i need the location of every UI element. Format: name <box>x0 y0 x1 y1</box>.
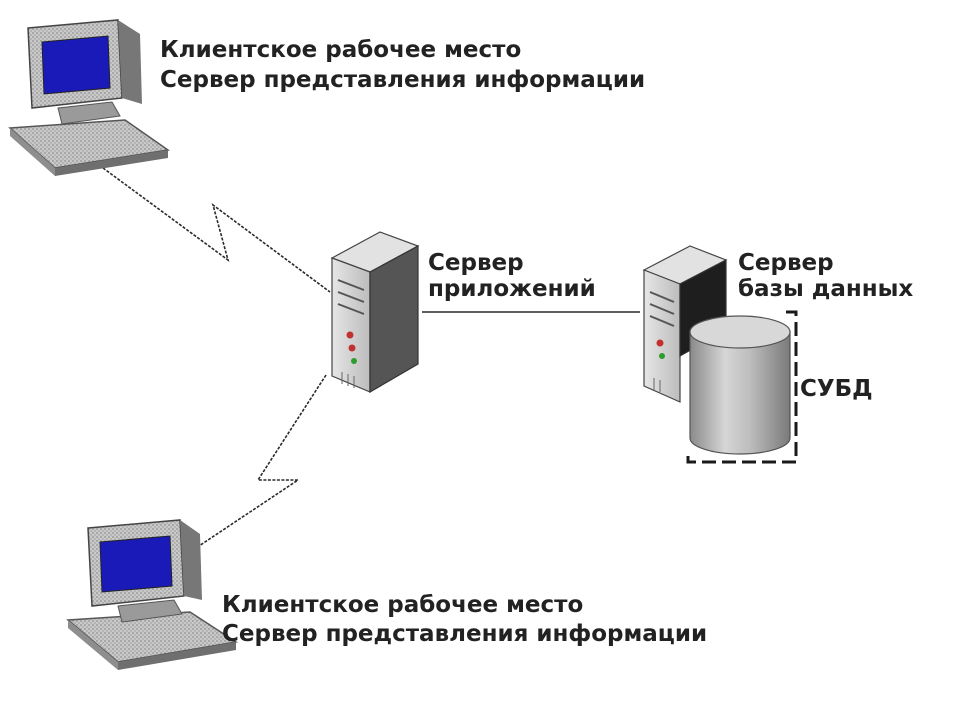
client-bottom-line2: Сервер представления информации <box>222 621 707 647</box>
app-server-line1: Сервер <box>428 250 524 276</box>
dbms-label: СУБД <box>800 376 873 402</box>
db-server-line2: базы данных <box>738 276 913 302</box>
database-icon <box>689 315 791 455</box>
server-icon <box>330 231 420 394</box>
client-top-line2: Сервер представления информации <box>160 67 645 93</box>
link-top-client-to-app-server <box>102 167 331 293</box>
db-server-line1: Сервер <box>738 250 834 276</box>
screen <box>41 35 111 95</box>
client-bottom-line1: Клиентское рабочее место <box>222 592 583 618</box>
dbms-bracket <box>686 310 798 464</box>
screen <box>99 535 173 593</box>
link-app-server-to-bottom-client <box>177 374 327 561</box>
client-top-line1: Клиентское рабочее место <box>160 37 521 63</box>
app-server-line2: приложений <box>428 276 596 302</box>
computer-icon <box>8 19 170 176</box>
computer-icon <box>66 519 239 670</box>
